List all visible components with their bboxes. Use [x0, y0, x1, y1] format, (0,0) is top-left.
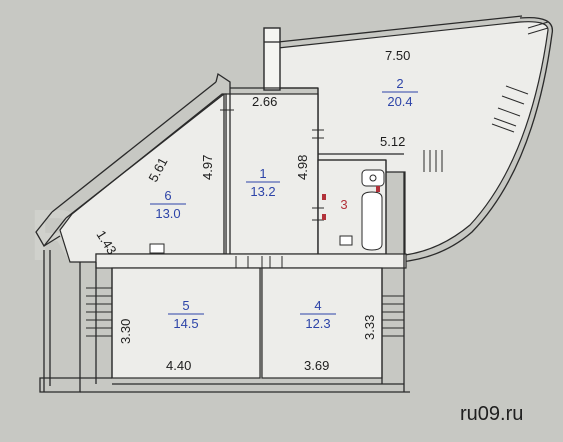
room-1-area: [225, 93, 319, 255]
left-stub-detail: [43, 235, 61, 247]
window-right: [382, 295, 404, 337]
room-3-number: 3: [340, 197, 347, 212]
dim-3-69: 3.69: [304, 358, 329, 373]
room-1-area-value: 13.2: [250, 184, 275, 199]
dim-4-40: 4.40: [166, 358, 191, 373]
dim-4-98: 4.98: [295, 155, 310, 180]
red-marker-a: [322, 194, 326, 200]
room-5-number: 5: [182, 298, 189, 313]
dim-3-30: 3.30: [118, 319, 133, 344]
dim-4-97: 4.97: [200, 155, 215, 180]
room-4-number: 4: [314, 298, 321, 313]
dim-7-50: 7.50: [385, 48, 410, 63]
bathtub-icon: [361, 191, 383, 251]
hallway-strip: [95, 253, 407, 269]
window-left: [86, 287, 112, 337]
red-marker-c: [376, 186, 380, 192]
dim-2-66: 2.66: [252, 94, 277, 109]
room-4-area-value: 12.3: [305, 316, 330, 331]
diagonal-wall-inner: [65, 93, 225, 219]
door-room-2: [423, 150, 443, 172]
sink-drain-icon: [369, 174, 377, 182]
room-5-area: [111, 267, 261, 379]
top-wall-stub: [263, 27, 281, 91]
room-5-area-value: 14.5: [173, 316, 198, 331]
room-6-number: 6: [164, 188, 171, 203]
brand-text: ru09.ru: [460, 403, 523, 425]
window-top-right: [527, 21, 549, 35]
sink-icon: [361, 169, 385, 187]
diagonal-wall-outer: [51, 81, 217, 213]
radiator-room-3: [339, 235, 353, 246]
window-room-2-curve: [491, 85, 529, 133]
red-marker-b: [322, 214, 326, 220]
dim-3-33: 3.33: [362, 315, 377, 340]
room-4-area: [261, 267, 383, 379]
left-stub-wall: [35, 211, 67, 248]
room-6-area-value: 13.0: [155, 206, 180, 221]
curved-outer-wall: [399, 16, 554, 263]
room-2-area-value: 20.4: [387, 94, 412, 109]
room-2-area: [277, 21, 549, 256]
dim-5-12: 5.12: [380, 134, 405, 149]
room-2-number: 2: [396, 76, 403, 91]
room-1-number: 1: [259, 166, 266, 181]
room-2-top-wall: [277, 15, 523, 43]
radiator-room-6: [149, 243, 165, 254]
